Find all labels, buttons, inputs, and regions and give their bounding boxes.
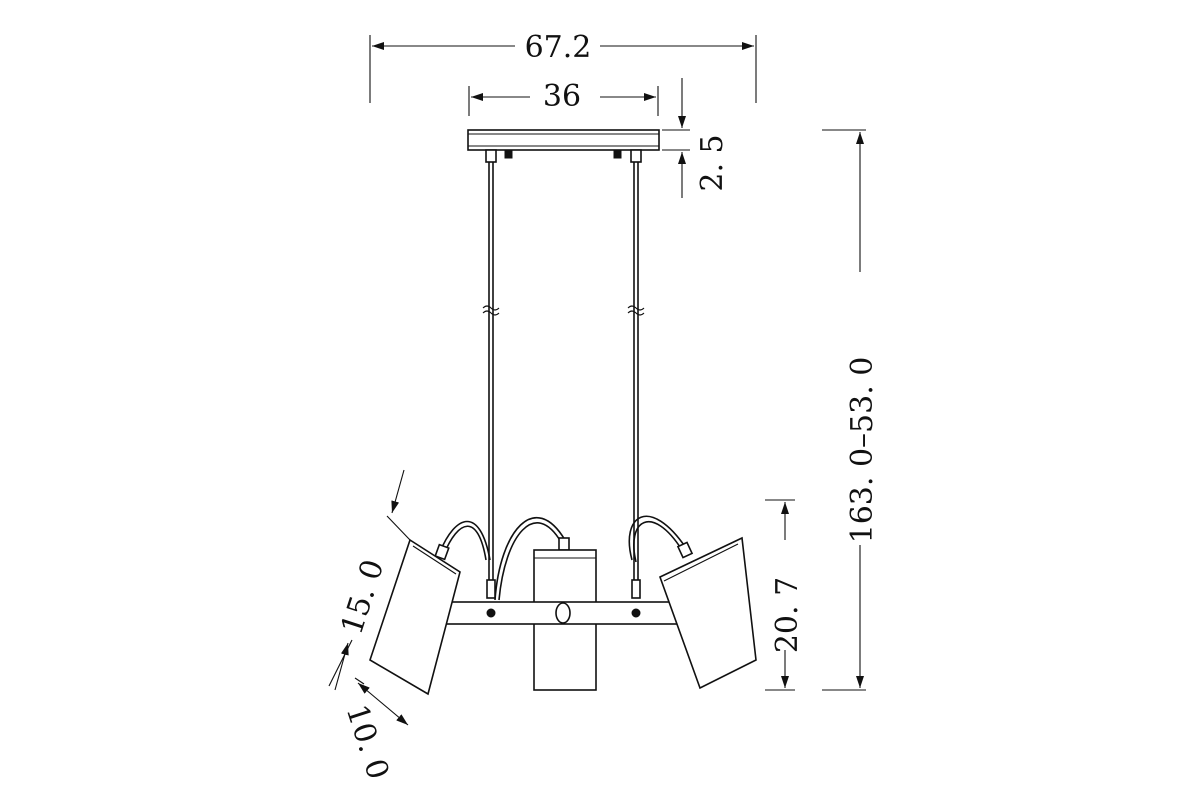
- overall-width-dimension: 67.2: [369, 30, 757, 103]
- fixture-height-label: 20. 7: [770, 577, 805, 653]
- canopy-width-dimension: 36: [468, 79, 659, 116]
- overall-width-label: 67.2: [525, 30, 592, 65]
- canopy-height-label: 2. 5: [695, 134, 730, 191]
- ceiling-canopy: [467, 129, 660, 163]
- suspension-cables: [482, 162, 645, 599]
- right-shade: [659, 536, 757, 690]
- curved-arms: [434, 515, 694, 601]
- left-shade: [369, 538, 461, 696]
- fixture-height-dimension: 20. 7: [765, 499, 805, 691]
- canopy-height-dimension: 2. 5: [662, 78, 730, 198]
- canopy-width-label: 36: [543, 79, 581, 114]
- shade-diameter-dimension: 10. 0: [339, 677, 409, 784]
- total-height-dimension: 163. 0–53. 0: [822, 129, 880, 691]
- total-height-label: 163. 0–53. 0: [845, 357, 880, 544]
- shade-diameter-label: 10. 0: [339, 700, 396, 783]
